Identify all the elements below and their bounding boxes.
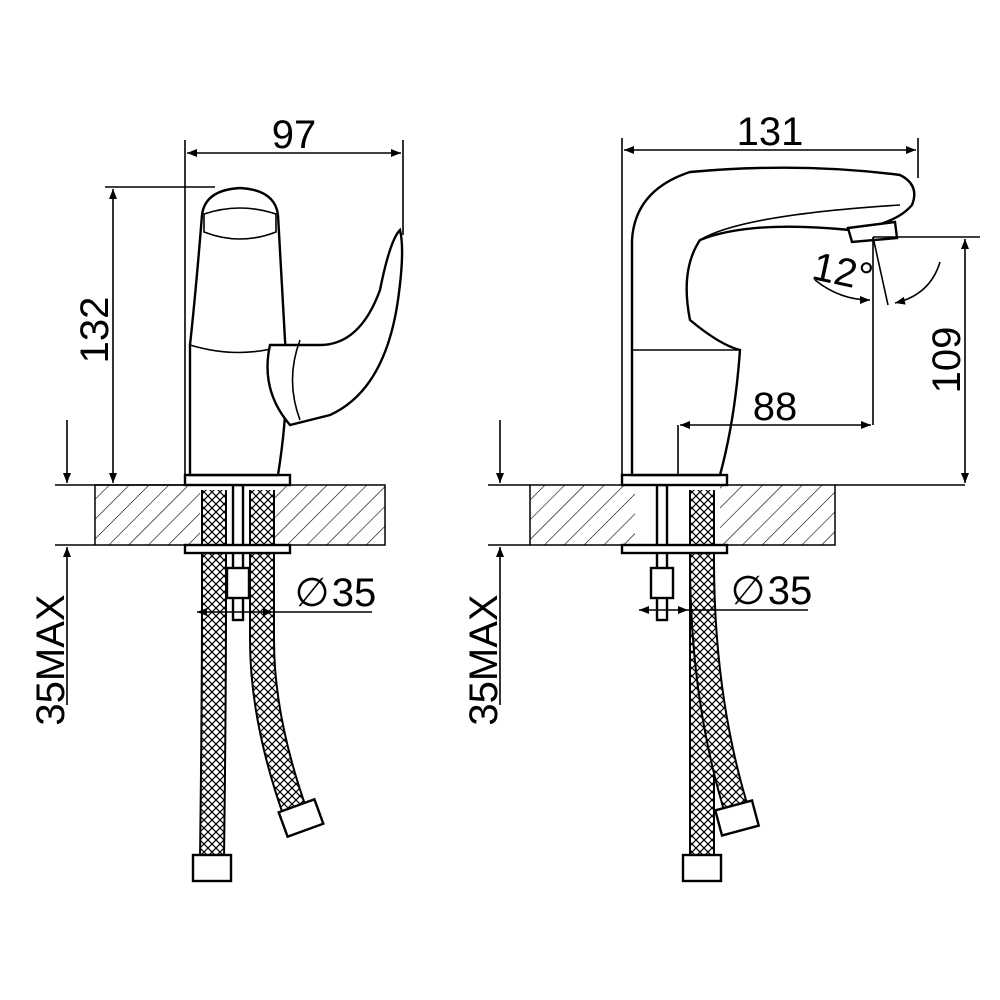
spout-height-label: 109: [925, 327, 969, 394]
width-label: 97: [272, 113, 317, 157]
length-label: 131: [737, 110, 804, 154]
max-thickness-label: 35MAX: [29, 594, 73, 725]
diameter-symbol: ∅: [731, 569, 766, 613]
hole-diameter-label: 35: [768, 569, 813, 613]
lever-handle: [266, 227, 404, 427]
hose-nut: [277, 797, 325, 839]
diameter-symbol: ∅: [295, 571, 330, 615]
reach-label: 88: [753, 385, 798, 429]
hose-nut: [681, 853, 723, 883]
mounting-plate: [620, 543, 729, 555]
nut: [225, 566, 251, 600]
max-thickness-label: 35MAX: [462, 594, 506, 725]
hole-diameter-label: 35: [332, 571, 377, 615]
supply-hoses: [688, 490, 751, 860]
hose-nut: [191, 853, 233, 883]
side-view: 131 109 88 12° 35MAX ∅ 35: [462, 110, 980, 883]
nut: [649, 566, 675, 600]
mounting-plate: [183, 543, 292, 555]
front-view: 97 132 35MAX ∅ 35: [29, 113, 404, 883]
angle-label: 12°: [809, 244, 877, 300]
base-plate: [183, 473, 292, 487]
hose-nut: [713, 799, 761, 837]
height-label: 132: [73, 297, 117, 364]
supply-hoses: [199, 490, 309, 861]
base-plate: [620, 473, 729, 487]
